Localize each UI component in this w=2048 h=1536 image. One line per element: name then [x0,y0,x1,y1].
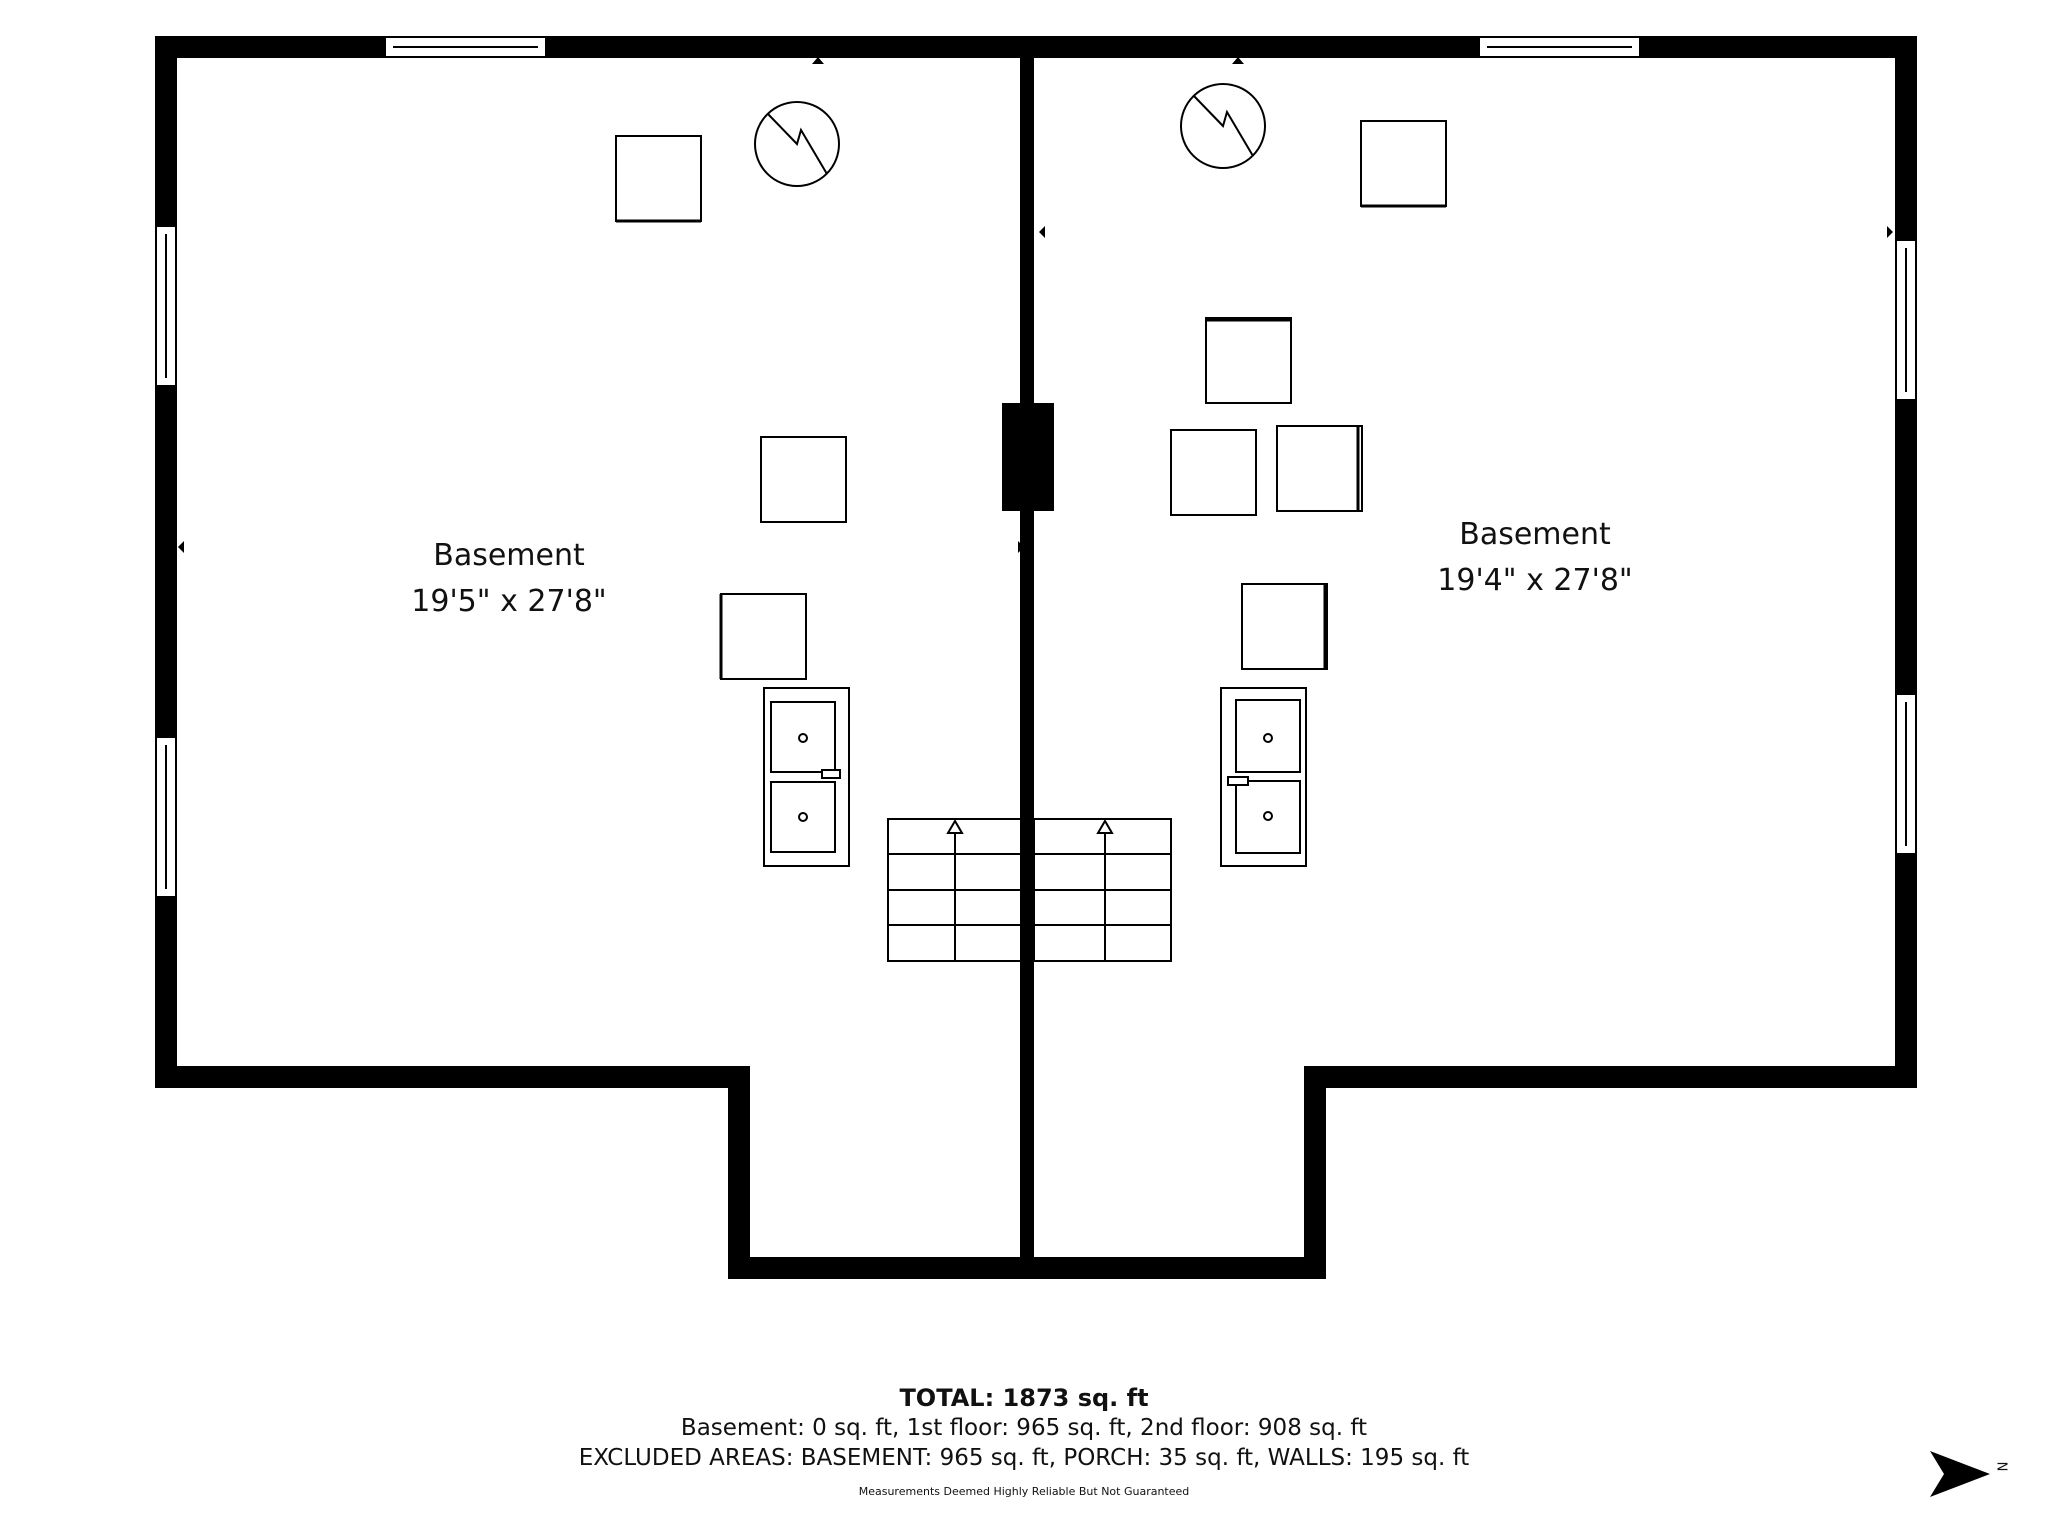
appliances [615,120,1447,680]
wall-markers [178,57,1893,1264]
excluded-areas: EXCLUDED AREAS: BASEMENT: 965 sq. ft, PO… [578,1445,1470,1471]
disclaimer: Measurements Deemed Highly Reliable But … [858,1485,1190,1498]
appliance-box [1241,583,1328,670]
appliance-box [720,593,807,680]
windows [155,36,1917,898]
stairs [887,818,1172,962]
window [384,36,547,58]
north-arrow-icon [1930,1451,1990,1497]
window [1895,239,1917,401]
appliance-box [1276,425,1363,512]
appliance-box [760,436,847,523]
room-dimensions: 19'4" x 27'8" [1437,563,1633,598]
water-heater-icon [1180,83,1266,169]
water-heater-icon [754,101,840,187]
appliance-box [1170,429,1257,516]
window [1895,693,1917,855]
stair-direction-arrow [946,819,964,834]
room-name: Basement [433,538,585,573]
total-area: TOTAL: 1873 sq. ft [899,1384,1149,1412]
room-label-right: Basement 19'4" x 27'8" [1365,512,1705,604]
chimney [1002,403,1054,511]
window [155,225,177,387]
floor-areas: Basement: 0 sq. ft, 1st floor: 965 sq. f… [680,1415,1368,1441]
room-name: Basement [1459,517,1611,552]
laundry-sink [1220,687,1307,867]
laundry-sink [763,687,850,867]
appliance-box [1360,120,1447,207]
room-dimensions: 19'5" x 27'8" [411,584,607,619]
room-label-left: Basement 19'5" x 27'8" [339,533,679,625]
appliance-box [1205,317,1292,404]
area-summary: TOTAL: 1873 sq. ft Basement: 0 sq. ft, 1… [0,1383,2048,1507]
window [1478,36,1641,58]
north-label: N [1993,1461,2009,1472]
exterior-wall [155,36,1917,1279]
stair-direction-arrow [1096,819,1114,834]
appliance-box [615,135,702,222]
window [155,736,177,898]
